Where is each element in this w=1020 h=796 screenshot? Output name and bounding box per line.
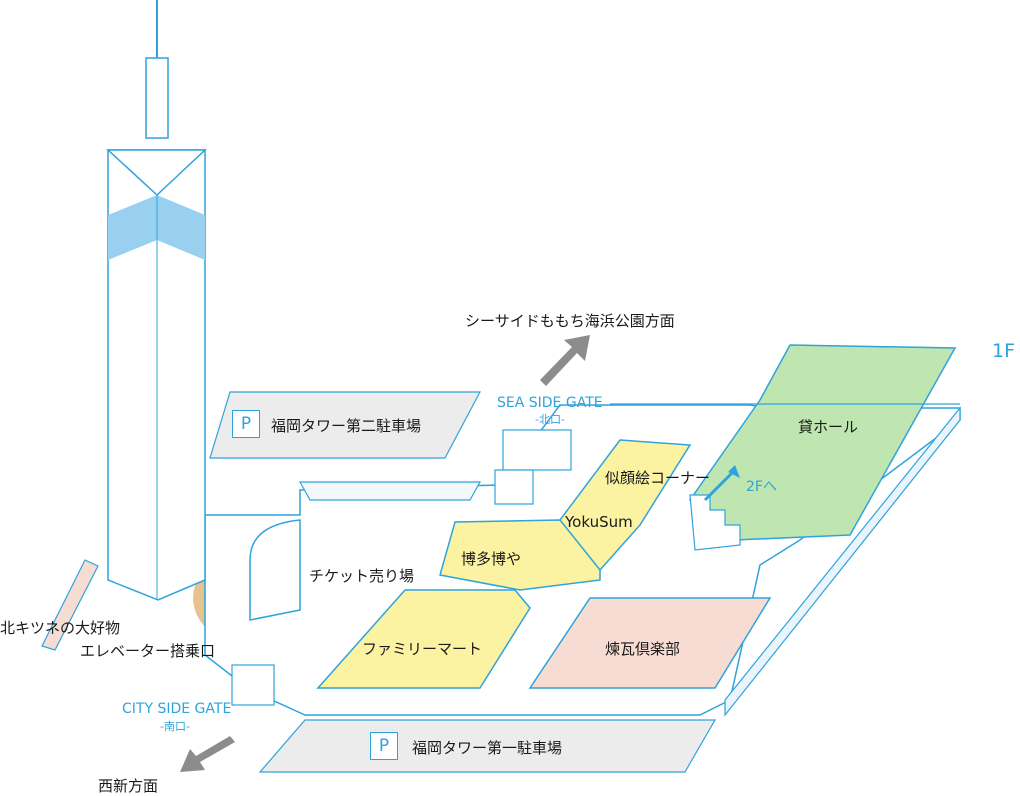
kita-kitsune-label: 北キツネの大好物: [0, 619, 121, 637]
elevator-box: [231, 664, 275, 706]
yokusum-area: [559, 439, 692, 572]
parking-2-label: 福岡タワー第二駐車場: [271, 417, 422, 435]
ticket-counter-label: チケット売り場: [309, 567, 415, 585]
corridor: [298, 481, 482, 501]
family-mart-label: ファミリーマート: [362, 640, 483, 658]
to-2f-label: 2Fへ: [746, 479, 777, 495]
fukuoka-tower: [106, 0, 207, 601]
stairs-2f: [689, 494, 741, 551]
floor-label: 1F: [992, 340, 1016, 362]
renga-club-area: [528, 597, 772, 689]
seaside-direction-label: シーサイドももち海浜公園方面: [465, 312, 675, 330]
elevator-entrance-label: エレベーター搭乗口: [80, 642, 216, 660]
portrait-corner-label: 似顔絵コーナー: [605, 469, 711, 487]
yokusum-label: YokuSum: [565, 513, 633, 531]
south-gate-label: -南口-: [160, 720, 190, 733]
rental-hall-label: 貸ホール: [798, 418, 859, 436]
parking-icon-2: P: [370, 732, 398, 760]
restroom-box: [494, 469, 534, 505]
ticket-kiosk: [249, 519, 301, 621]
city-side-gate-label: CITY SIDE GATE: [122, 701, 232, 717]
family-mart-area: [316, 589, 531, 689]
arrow-2f-icon: [703, 468, 737, 502]
nishijin-arrow-icon: [180, 736, 235, 772]
sea-side-gate-label: SEA SIDE GATE: [497, 395, 603, 411]
parking-2-lot: [209, 391, 481, 459]
hakata-hakataya-label: 博多博や: [461, 550, 522, 568]
renga-club-label: 煉瓦倶楽部: [605, 640, 681, 658]
floor-edge-right: [724, 406, 961, 717]
kita-kitsune-booth: [41, 559, 99, 651]
parking-1-label: 福岡タワー第一駐車場: [412, 739, 563, 757]
parking-icon: P: [232, 410, 260, 438]
north-gate-label: -北口-: [535, 413, 565, 426]
facility-box: [502, 429, 572, 471]
arrow-2f-head: [728, 465, 740, 478]
nishijin-direction-label: 西新方面: [98, 777, 159, 795]
seaside-arrow-icon: [540, 335, 590, 386]
